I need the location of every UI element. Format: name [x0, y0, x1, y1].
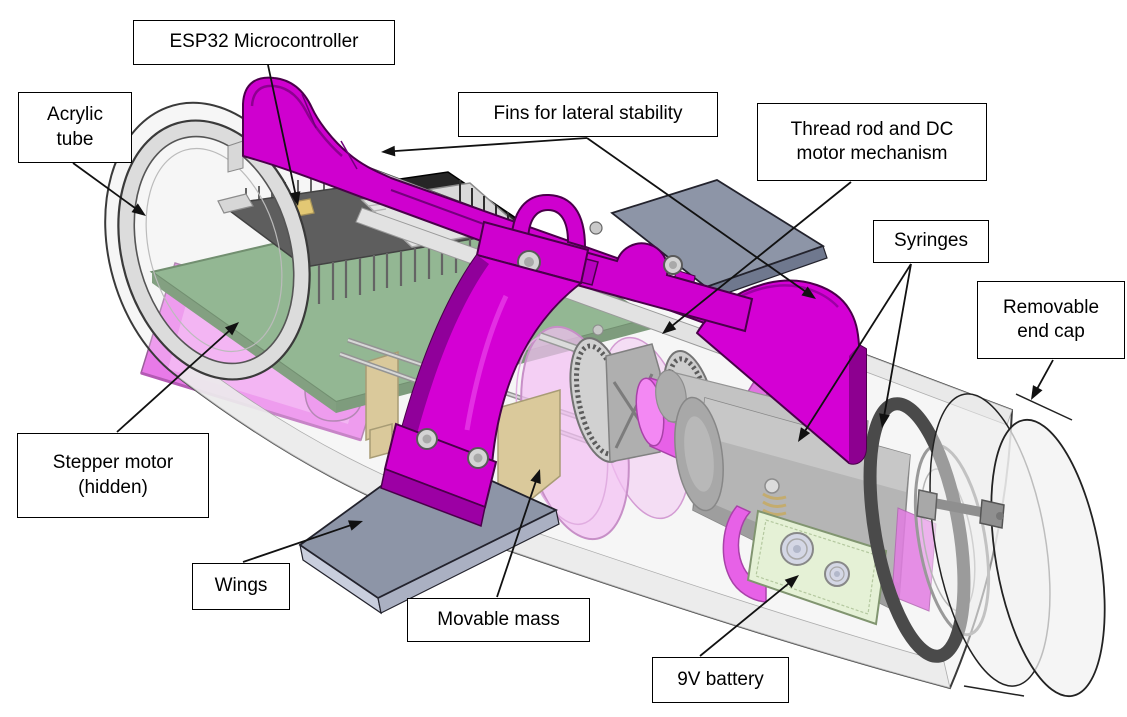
label-text: 9V battery: [677, 668, 764, 690]
label-fins: Fins for lateral stability: [458, 92, 718, 137]
label-thread-rod: Thread rod and DC motor mechanism: [757, 103, 987, 181]
clamp-right-block: [575, 242, 754, 333]
micro-usb-port: [217, 193, 254, 214]
label-text: ESP32 Microcontroller: [169, 31, 359, 53]
label-text: Stepper motor: [52, 452, 174, 474]
end-cap-front: [990, 418, 1106, 698]
label-esp32-microcontroller: ESP32 Microcontroller: [133, 20, 395, 65]
battery-snap-connectors: [780, 532, 850, 587]
label-removable-end-cap: Removable end cap: [977, 281, 1125, 359]
label-text: motor mechanism: [796, 143, 948, 164]
battery-board: [746, 509, 888, 626]
spring: [762, 478, 787, 532]
label-text: Removable: [1002, 296, 1100, 318]
end-shaft: [916, 489, 1005, 529]
label-text: Fins for lateral stability: [493, 103, 683, 125]
battery-bracket: [722, 505, 767, 603]
label-syringes: Syringes: [873, 220, 989, 263]
clamp-bracket: [380, 220, 590, 528]
label-acrylic-tube: Acrylic tube: [18, 92, 132, 163]
label-text: Wings: [214, 575, 268, 597]
wing-lower: [298, 450, 560, 615]
rim-nub: [227, 140, 244, 173]
callout-arrows: [72, 64, 1054, 657]
movable-mass-block: [497, 389, 561, 502]
label-text: Movable mass: [437, 608, 560, 630]
label-text: Acrylic: [47, 104, 103, 126]
label-stepper-motor: Stepper motor (hidden): [17, 433, 209, 518]
tube-left-rim: [117, 119, 311, 381]
label-text: end cap: [1017, 321, 1085, 342]
battery-bracket-right: [891, 507, 937, 612]
label-wings: Wings: [192, 563, 290, 610]
label-text: Thread rod and DC: [790, 118, 954, 140]
end-cap-assembly: [863, 393, 1106, 698]
label-text: (hidden): [78, 476, 148, 498]
label-movable-mass: Movable mass: [407, 598, 590, 642]
label-text: Syringes: [894, 230, 968, 252]
label-9v-battery: 9V battery: [652, 657, 789, 703]
label-text: tube: [56, 128, 94, 150]
